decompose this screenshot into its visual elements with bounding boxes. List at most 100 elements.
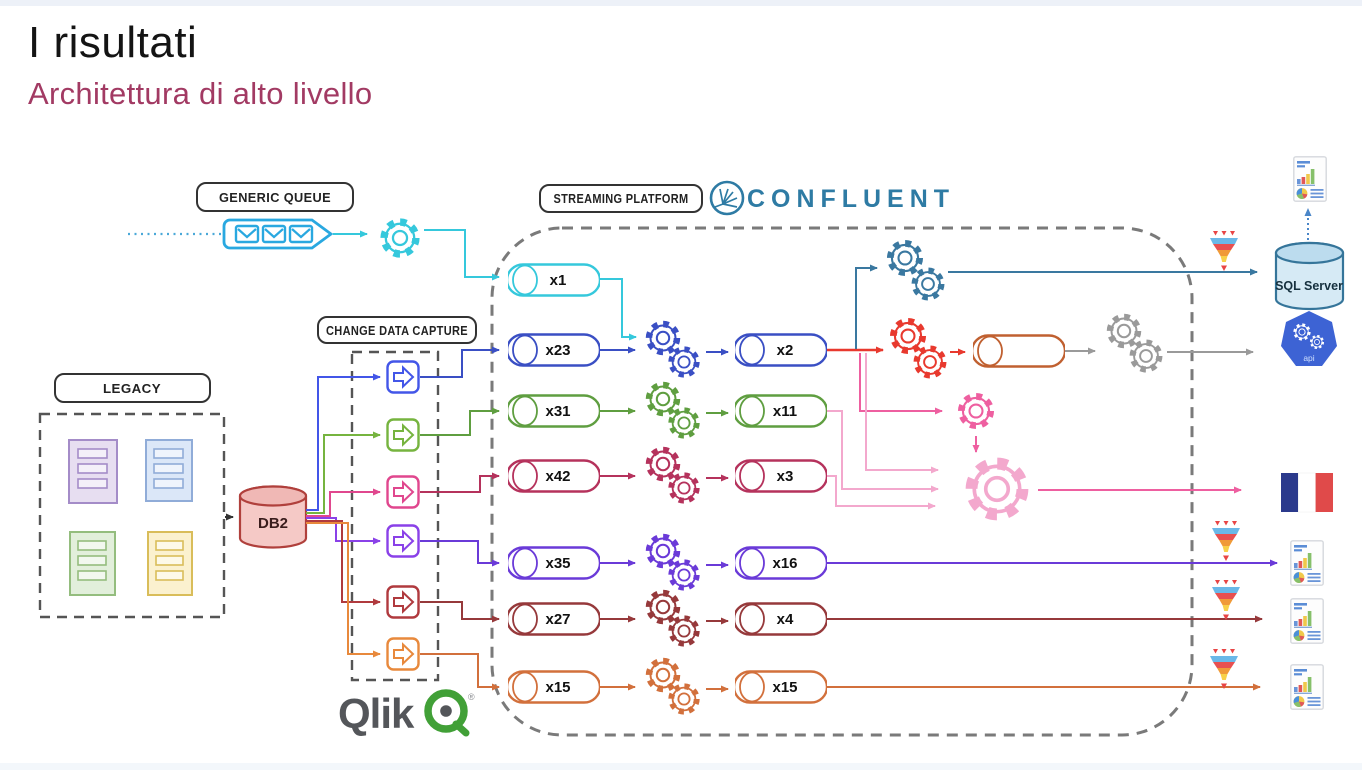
stream-processors	[600, 278, 729, 712]
qlik-wordmark: Qlik	[338, 690, 415, 737]
cdc-task-arrow-icon-maroon	[386, 585, 420, 619]
slide-top-edge	[0, 0, 1362, 6]
x11-to-big-pink-gear-line	[827, 410, 939, 493]
cdc-task-arrow-icon-blue	[386, 360, 420, 394]
france-flag-icon	[1281, 472, 1333, 513]
legacy-document-yellow	[147, 531, 193, 596]
qlik-q-icon	[424, 689, 468, 733]
topic-x3: x3	[735, 459, 827, 493]
topic-x11: x11	[735, 394, 827, 428]
svg-text:x16: x16	[772, 555, 797, 572]
db2-to-cdc-line-maroon	[306, 520, 381, 606]
topic-x4: x4	[735, 602, 827, 636]
topic-x16: x16	[735, 546, 827, 580]
cdc-task-arrow-icon-purple	[386, 524, 420, 558]
cdc-dashed-box	[350, 350, 440, 682]
processor-gears-crimson-icon	[649, 450, 697, 501]
legacy-document-blue	[145, 439, 193, 502]
svg-text:x4: x4	[777, 611, 794, 628]
svg-text:x35: x35	[545, 555, 570, 572]
svg-text:x31: x31	[545, 403, 570, 420]
confluent-logo-icon	[709, 180, 745, 216]
db2-to-cdc-line-orange	[306, 522, 381, 658]
legacy-label-box	[54, 373, 211, 403]
processor-gears-blue-icon	[649, 324, 697, 375]
svg-text:x15: x15	[772, 679, 797, 696]
api-label: api	[1303, 353, 1314, 363]
topic-cylinders-in: x1 x23 x31 x42 x35 x27 x15	[508, 263, 600, 704]
legacy-label: LEGACY	[103, 381, 161, 396]
page-title: I risultati	[28, 18, 198, 67]
envelope-icon	[234, 224, 260, 244]
x1-to-processor-line	[600, 278, 637, 341]
envelope-icon	[288, 224, 314, 244]
svg-text:x1: x1	[550, 272, 567, 289]
cdc-to-topic-line-blue	[420, 346, 500, 378]
streaming-platform-header: STREAMING PLATFORM CONFLUENT	[539, 180, 955, 216]
cdc-to-topic-line-green	[420, 407, 500, 436]
db2-to-cdc-line-purple	[306, 517, 381, 545]
report-icon-orange	[1290, 664, 1324, 710]
api-icon: api	[1281, 311, 1337, 366]
funnel-icon-purple	[1212, 521, 1240, 561]
cdc-task-arrow-icon-orange	[386, 637, 420, 671]
funnel-icon-sql	[1210, 231, 1238, 271]
branch-to-big-pink-gear-line	[865, 353, 939, 474]
db2-to-cdc-line-green	[306, 431, 381, 514]
db2-to-cdc-line-blue	[306, 373, 381, 511]
cdc-task-arrow-icon-green	[386, 418, 420, 452]
cdc-task-arrow-icon-pink	[386, 475, 420, 509]
branch-to-pink-gear-line	[859, 353, 943, 415]
generic-queue-label-box	[196, 182, 354, 212]
processor-gears-purple-icon	[649, 537, 697, 588]
page-subtitle: Architettura di alto livello	[28, 76, 373, 111]
db2-database: DB2	[238, 485, 308, 549]
router-gear-big-pink-icon	[972, 464, 1023, 515]
legacy-group: LEGACY	[38, 373, 234, 619]
sink-processor-gears-gray-icon	[1110, 317, 1159, 369]
x3-to-big-pink-gear-line	[827, 475, 936, 510]
db2-to-cdc-line-pink	[306, 488, 381, 517]
db2-label: DB2	[258, 515, 288, 532]
processor-gears-maroon-icon	[649, 593, 697, 644]
svg-text:x11: x11	[773, 403, 797, 420]
qlik-registered-mark: ®	[468, 692, 475, 702]
slide-bottom-edge	[0, 763, 1362, 770]
sink-processor-gears-steel-icon	[890, 243, 941, 297]
qlik-q-tail	[452, 720, 470, 737]
cdc-to-topic-line-orange	[420, 653, 500, 691]
qlik-logo: Qlik ®	[338, 689, 475, 737]
legacy-document-purple	[68, 439, 118, 504]
funnel-icon-orange	[1210, 649, 1238, 689]
topic-cylinders-out: x2 x11 x3 x16 x4 x15	[735, 333, 827, 704]
topic-x35: x35	[508, 546, 600, 580]
confluent-wordmark: CONFLUENT	[747, 185, 955, 213]
svg-text:x15: x15	[545, 679, 570, 696]
cdc-to-topic-line-maroon	[420, 601, 500, 623]
cdc-label-box	[317, 316, 477, 344]
sink-processor-gears-red-icon	[893, 321, 943, 375]
branch-to-steel-gears-line	[855, 264, 878, 349]
topic-x42: x42	[508, 459, 600, 493]
cdc-label: CHANGE DATA CAPTURE	[326, 323, 468, 338]
streaming-platform-label-box	[539, 184, 703, 213]
cdc-to-topic-line-purple	[420, 540, 500, 567]
topic-x1: x1	[508, 263, 600, 297]
buffer-cylinder	[973, 334, 1065, 368]
legacy-document-green	[69, 531, 116, 596]
topic-x15-in: x15	[508, 670, 600, 704]
svg-text:x27: x27	[545, 611, 570, 628]
streaming-platform-label: STREAMING PLATFORM	[554, 191, 689, 206]
sql-server-database: SQL Server	[1274, 241, 1345, 311]
sink-processing	[827, 243, 1278, 691]
svg-text:x23: x23	[545, 342, 570, 359]
destinations: SQL Server api	[1210, 156, 1345, 710]
topic-x23: x23	[508, 333, 600, 367]
report-icon-maroon	[1290, 598, 1324, 644]
qlik-q-dot	[440, 705, 452, 717]
change-data-capture-group: CHANGE DATA CAPTURE	[306, 316, 500, 691]
svg-text:x42: x42	[545, 468, 570, 485]
svg-text:x3: x3	[777, 468, 794, 485]
gear-to-x1-line	[424, 229, 500, 281]
